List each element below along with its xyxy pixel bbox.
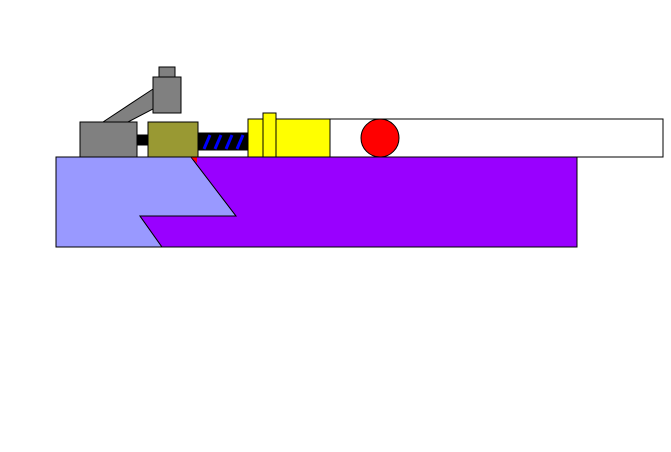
olive-block	[147, 121, 199, 158]
gray-top-block	[152, 76, 182, 114]
yellow-block	[247, 118, 331, 158]
base-right-block	[139, 156, 578, 248]
connecting-rod	[136, 134, 149, 146]
yellow-post	[262, 112, 277, 158]
red-ball	[360, 118, 400, 158]
gray-base-block	[79, 121, 138, 158]
red-wedge	[191, 157, 197, 163]
gray-top-cap	[158, 66, 176, 78]
gray-arm	[101, 88, 154, 123]
spring-coils	[202, 134, 245, 150]
